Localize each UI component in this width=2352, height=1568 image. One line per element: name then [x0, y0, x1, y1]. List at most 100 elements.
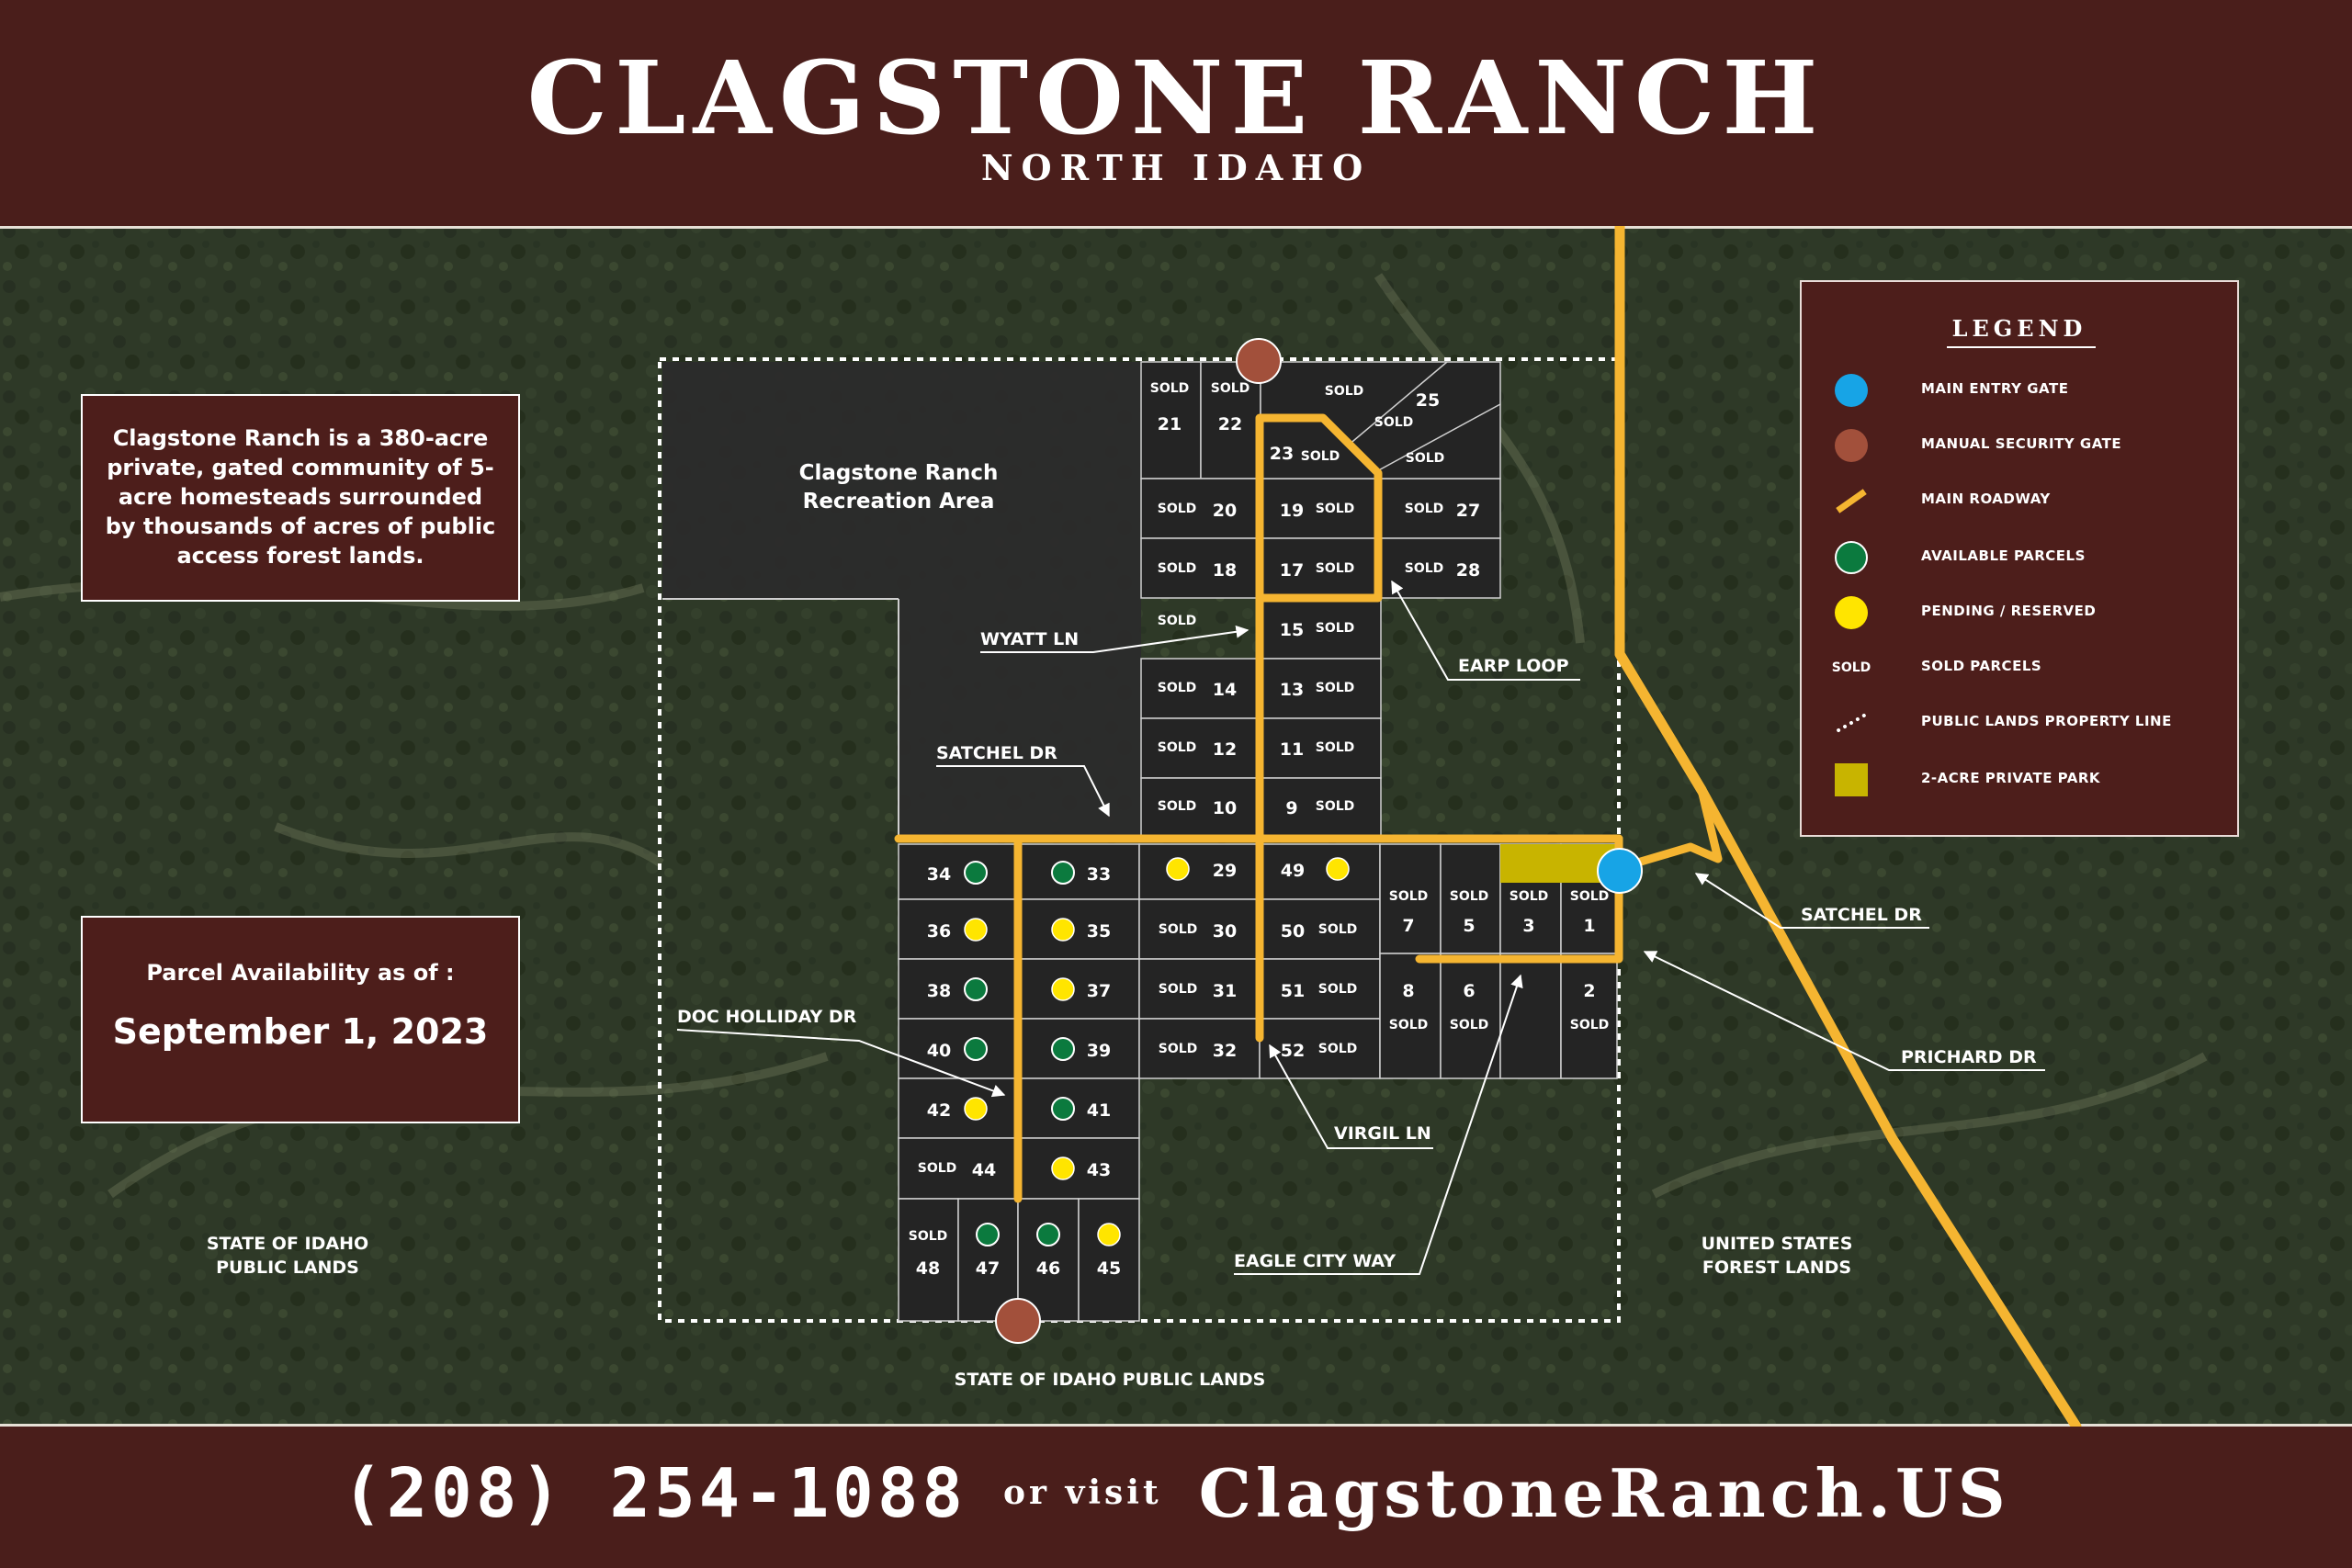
- parcel-number: 49: [1281, 861, 1305, 881]
- legend-panel: LEGEND MAIN ENTRY GATE MANUAL SECURITY G…: [1800, 280, 2239, 837]
- forest-lands-label: UNITED STATES: [1702, 1234, 1853, 1254]
- parcel-44[interactable]: [898, 1137, 1019, 1200]
- sold-label: SOLD: [1159, 1042, 1198, 1056]
- available-parcel-icon[interactable]: [1051, 1037, 1075, 1061]
- parcel-11[interactable]: [1261, 717, 1382, 779]
- parcel-40[interactable]: [898, 1018, 1019, 1079]
- parcel-number: 42: [927, 1100, 951, 1121]
- parcel-32[interactable]: [1138, 1018, 1261, 1079]
- available-parcel-icon[interactable]: [964, 1037, 988, 1061]
- legend-item-main-entry-gate: MAIN ENTRY GATE: [1802, 367, 2237, 412]
- parcel-35[interactable]: [1017, 898, 1140, 960]
- parcel-number: 45: [1097, 1258, 1121, 1279]
- available-parcel-icon[interactable]: [964, 977, 988, 1001]
- parcel-45[interactable]: [1078, 1198, 1140, 1322]
- pending-parcel-icon[interactable]: [964, 1097, 988, 1121]
- parcel-41[interactable]: [1017, 1077, 1140, 1139]
- road-label: SATCHEL DR: [1801, 905, 1922, 925]
- pending-parcel-icon[interactable]: [1051, 1156, 1075, 1180]
- parcel-20[interactable]: [1140, 478, 1262, 539]
- road-label: WYATT LN: [980, 629, 1079, 649]
- sold-label: SOLD: [1450, 889, 1489, 904]
- available-parcel-icon[interactable]: [1036, 1223, 1060, 1247]
- parcel-50[interactable]: [1259, 898, 1381, 960]
- parcel-8[interactable]: [1379, 953, 1442, 1079]
- parcel-42[interactable]: [898, 1077, 1019, 1139]
- parcel-49[interactable]: [1259, 843, 1381, 900]
- intro-box: Clagstone Ranch is a 380-acre private, g…: [81, 394, 520, 602]
- parcel-number: 44: [972, 1160, 996, 1180]
- pending-parcel-icon[interactable]: [1166, 857, 1190, 881]
- legend-item-sold-parcels: SOLD SOLD PARCELS: [1802, 644, 2237, 690]
- sold-label: SOLD: [1318, 1042, 1358, 1056]
- parcel-5[interactable]: [1440, 843, 1501, 954]
- legend-label: MANUAL SECURITY GATE: [1921, 435, 2122, 452]
- parcel-38[interactable]: [898, 958, 1019, 1020]
- parcel-37[interactable]: [1017, 958, 1140, 1020]
- parcel-number: 22: [1218, 414, 1242, 434]
- parcel-number: 30: [1213, 921, 1237, 942]
- phone-number[interactable]: (208) 254-1088: [342, 1454, 967, 1533]
- sold-label: SOLD: [1450, 1018, 1489, 1032]
- parcel-48[interactable]: [898, 1198, 959, 1322]
- sold-label: SOLD: [1510, 889, 1549, 904]
- sold-label: SOLD: [1316, 681, 1355, 695]
- parcel-39[interactable]: [1017, 1018, 1140, 1079]
- parcel-13[interactable]: [1261, 658, 1382, 719]
- available-parcel-icon[interactable]: [1051, 861, 1075, 885]
- parcel-31[interactable]: [1138, 958, 1261, 1020]
- pending-parcel-icon[interactable]: [1051, 977, 1075, 1001]
- available-parcel-icon[interactable]: [964, 861, 988, 885]
- road-label: VIRGIL LN: [1334, 1123, 1431, 1144]
- parcel-number: 10: [1213, 798, 1237, 818]
- sold-label: SOLD: [1158, 561, 1197, 576]
- parcel-29[interactable]: [1138, 843, 1261, 900]
- parcel-number: 48: [916, 1258, 940, 1279]
- parcel-6[interactable]: [1440, 953, 1501, 1079]
- parcel-number: 31: [1213, 981, 1237, 1001]
- pointer-arrow: [1391, 580, 1580, 681]
- website-link[interactable]: ClagstoneRanch.US: [1198, 1454, 2010, 1532]
- parcel-number: 29: [1213, 861, 1237, 881]
- or-visit-text: or visit: [1002, 1473, 1162, 1512]
- pending-parcel-icon[interactable]: [1051, 918, 1075, 942]
- sold-label: SOLD: [1158, 740, 1197, 755]
- parcel-number: 19: [1280, 501, 1304, 521]
- available-parcel-icon[interactable]: [976, 1223, 1000, 1247]
- roadway: [1614, 785, 1723, 873]
- sold-text-icon: SOLD: [1831, 660, 1871, 675]
- parcel-number: 46: [1036, 1258, 1060, 1279]
- available-parcel-icon[interactable]: [1051, 1097, 1075, 1121]
- pointer-arrow: [936, 765, 1110, 818]
- parcel-4[interactable]: [1499, 953, 1562, 1079]
- parcel-2[interactable]: [1560, 953, 1618, 1079]
- pointer-arrow: [1643, 951, 2045, 1071]
- availability-date: September 1, 2023: [112, 1011, 489, 1052]
- parcel-22[interactable]: [1200, 361, 1261, 479]
- pending-parcel-icon[interactable]: [964, 918, 988, 942]
- parcel-34[interactable]: [898, 843, 1019, 900]
- parcel-9[interactable]: [1261, 777, 1382, 837]
- pending-parcel-icon[interactable]: [1326, 857, 1350, 881]
- parcel-21[interactable]: [1140, 361, 1202, 479]
- security-gate-south-icon[interactable]: [995, 1298, 1041, 1344]
- legend-label: PUBLIC LANDS PROPERTY LINE: [1921, 713, 2172, 729]
- legend-item-manual-security-gate: MANUAL SECURITY GATE: [1802, 422, 2237, 468]
- pending-parcel-icon[interactable]: [1097, 1223, 1121, 1247]
- pointer-arrow: [1234, 974, 1523, 1275]
- parcel-18[interactable]: [1140, 537, 1262, 599]
- public-lands-property-line: [658, 357, 1621, 1323]
- security-gate-north-icon[interactable]: [1236, 338, 1282, 384]
- parcel-number: 34: [927, 864, 951, 885]
- parcel-7[interactable]: [1379, 843, 1442, 954]
- legend-item-available-parcels: AVAILABLE PARCELS: [1802, 534, 2237, 580]
- parcel-43[interactable]: [1017, 1137, 1140, 1200]
- parcel-17[interactable]: [1261, 537, 1382, 599]
- parcel-27[interactable]: [1380, 478, 1501, 539]
- parcel-30[interactable]: [1138, 898, 1261, 960]
- parcel-15[interactable]: [1261, 597, 1382, 660]
- main-entry-gate-icon[interactable]: [1597, 848, 1643, 894]
- parcel-33[interactable]: [1017, 843, 1140, 900]
- dotted-line-icon: [1835, 706, 1868, 739]
- parcel-36[interactable]: [898, 898, 1019, 960]
